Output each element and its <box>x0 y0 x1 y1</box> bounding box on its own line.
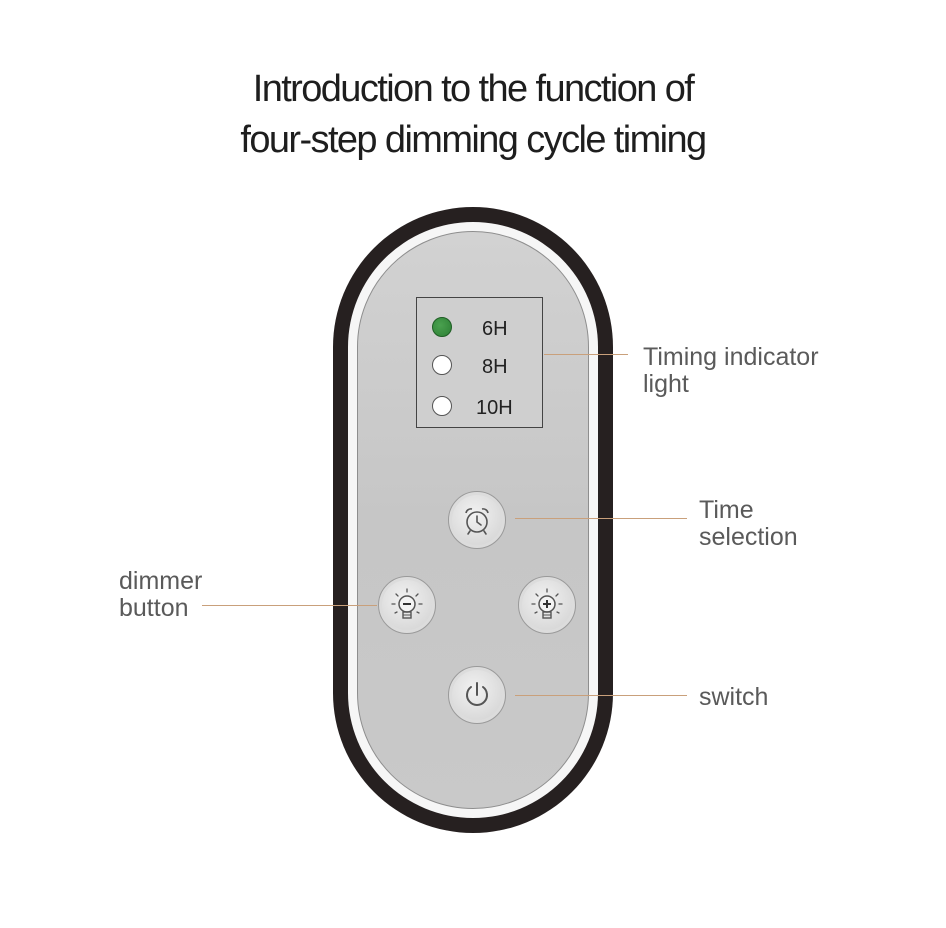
indicator-label-6h: 6H <box>482 318 508 340</box>
time-selection-label: Time selection <box>699 496 798 551</box>
indicator-light-6h <box>432 317 452 337</box>
dimmer-down-button[interactable] <box>378 576 436 634</box>
switch-leader-line <box>515 695 687 696</box>
time-selection-button[interactable] <box>448 491 506 549</box>
timing-indicator-leader-line <box>544 354 628 355</box>
bulb-minus-icon <box>391 588 423 619</box>
power-icon <box>466 682 488 706</box>
bulb-plus-icon <box>531 588 563 619</box>
indicator-light-10h <box>432 396 452 416</box>
power-switch-button[interactable] <box>448 666 506 724</box>
title-line-2: four-step dimming cycle timing <box>240 119 707 161</box>
indicator-label-10h: 10H <box>476 397 513 419</box>
time-selection-leader-line <box>515 518 687 519</box>
title-line-1: Introduction to the function of <box>252 68 695 110</box>
dimmer-leader-line <box>202 605 377 606</box>
indicator-label-8h: 8H <box>482 356 508 378</box>
timing-indicator-label: Timing indicator light <box>643 343 819 398</box>
indicator-light-8h <box>432 355 452 375</box>
alarm-clock-icon <box>465 508 489 535</box>
dimmer-up-button[interactable] <box>518 576 576 634</box>
dimmer-label: dimmer button <box>119 567 203 622</box>
switch-label: switch <box>699 683 769 711</box>
